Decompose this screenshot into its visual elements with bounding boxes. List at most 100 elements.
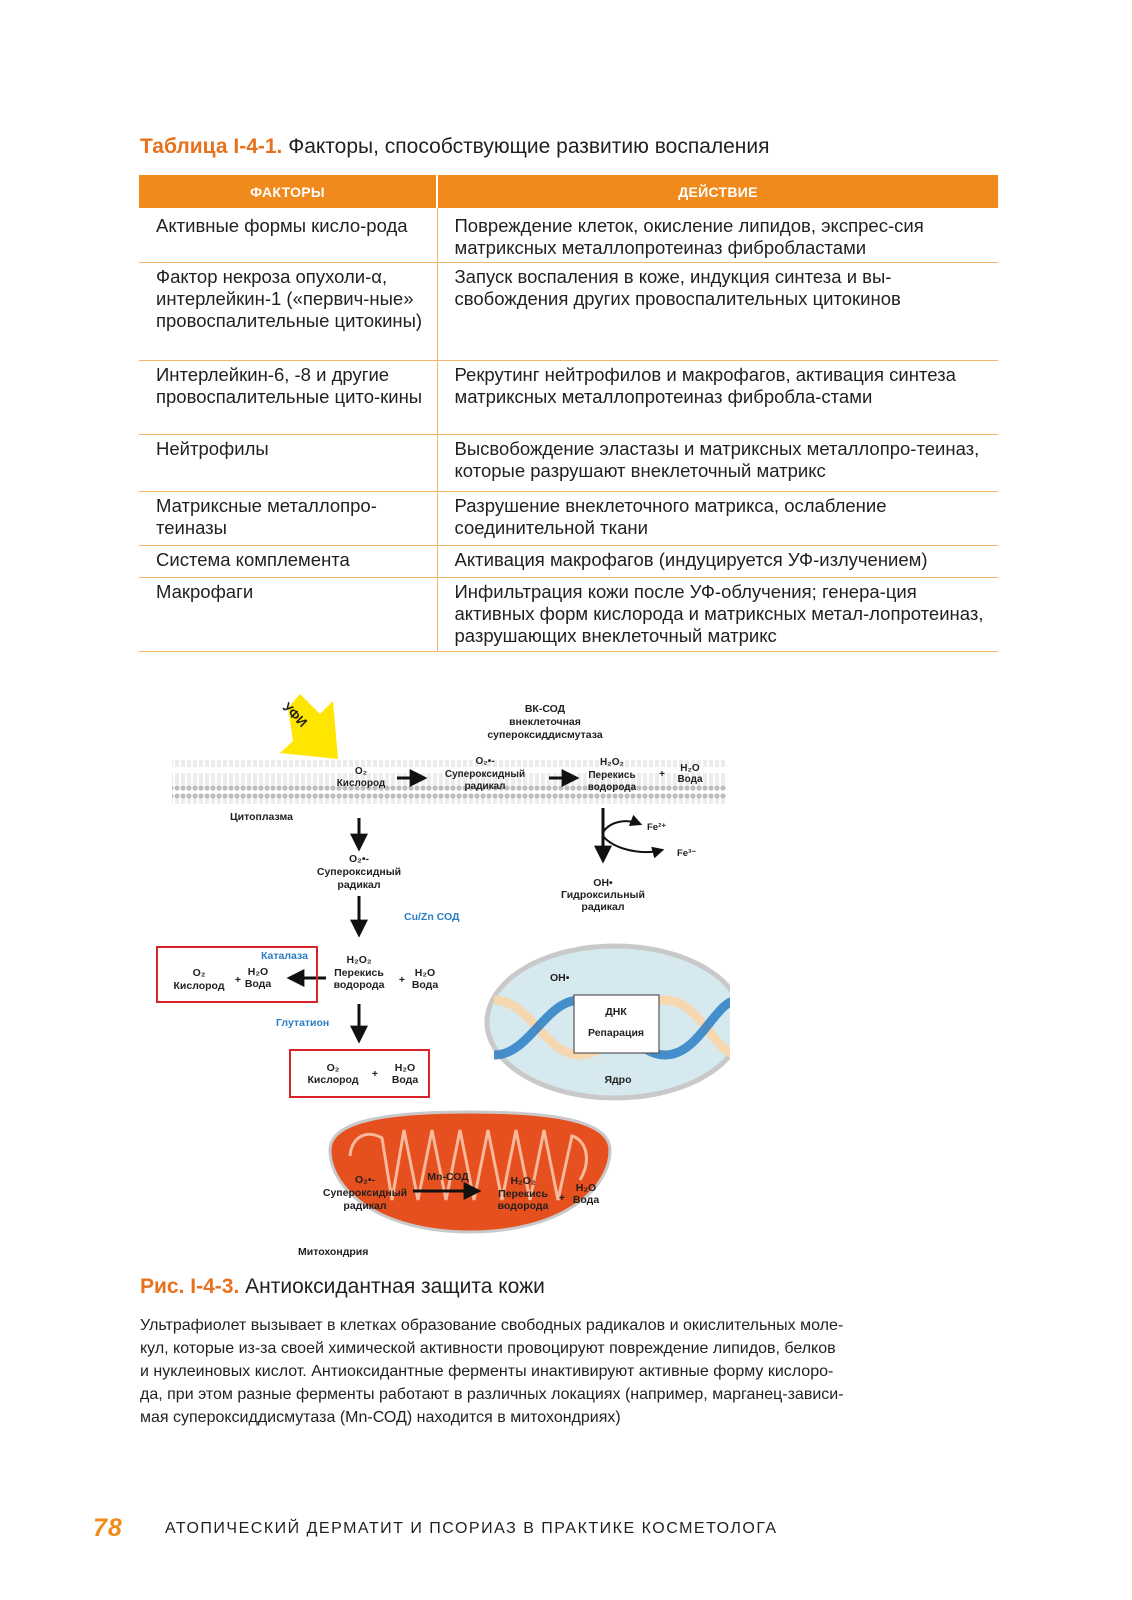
h2o-label: Вода [392,1074,419,1086]
superoxide-label: радикал [337,879,380,891]
o2-formula: O₂ [355,766,367,777]
book-title: АТОПИЧЕСКИЙ ДЕРМАТИТ И ПСОРИАЗ В ПРАКТИК… [165,1520,778,1537]
factor-cell: Интерлейкин-6, -8 и другие провоспалител… [139,360,438,435]
figure-title: Рис. I-4-3. Антиоксидантная защита кожи [140,1275,545,1299]
h2o2-label: Перекись [498,1188,548,1200]
superoxide-formula: O₂•- [475,756,494,767]
h2o2-formula: H₂O₂ [346,954,371,966]
table-row: Активные формы кисло-рода Повреждение кл… [139,208,998,263]
superoxide-label: Супероксидный [317,866,401,878]
cytoplasm-label: Цитоплазма [230,811,293,823]
table-row: Макрофаги Инфильтрация кожи после УФ-обл… [139,577,998,652]
h2o2-label: водорода [498,1200,549,1212]
page-number: 78 [93,1514,123,1542]
action-cell: Разрушение внеклеточного матрикса, ослаб… [437,491,998,546]
h2o2-label: Перекись [334,967,384,979]
repair-label: Репарация [588,1027,644,1039]
fe-curve [602,835,665,859]
action-cell: Высвобождение эластазы и матриксных мета… [437,434,998,492]
h2o-formula: H₂O [395,1062,415,1074]
h2o-formula: H₂O [576,1182,596,1194]
h2o-label: Вода [412,979,439,991]
mitochondrion [328,1110,612,1234]
table-caption: Факторы, способствующие развитию воспале… [288,135,770,158]
oh-label: радикал [581,901,624,913]
action-cell: Инфильтрация кожи после УФ-облучения; ге… [437,577,998,652]
superoxide-label: Супероксидный [445,769,525,780]
o2-label: Кислород [173,980,224,992]
plus-sign: + [559,1192,565,1204]
figure-caption: Ультрафиолет вызывает в клетках образова… [140,1314,1002,1429]
table-number: Таблица I-4-1. [140,135,283,158]
table-row: Нейтрофилы Высвобождение эластазы и матр… [139,434,998,492]
h2o2-label: водорода [588,782,637,793]
ec-sod-sub2: супероксиддисмутаза [487,729,603,741]
h2o2-label: Перекись [588,770,635,781]
uv-arrow: УФИ [280,694,338,759]
fe-curve [602,814,643,833]
o2-label: Кислород [337,778,386,789]
h2o-formula: H₂O [415,967,435,979]
factor-cell: Макрофаги [139,577,438,652]
h2o-formula: H₂O [680,763,700,774]
caption-line: да, при этом разные ферменты работают в … [140,1386,844,1403]
nucleus: ДНК Репарация Ядро OH• [484,943,730,1101]
mn-sod-label: Mn-СОД [427,1171,469,1183]
plus-sign: + [372,1068,378,1080]
superoxide-label: радикал [464,781,505,792]
cell-membrane [172,760,726,804]
antioxidant-diagram: УФИ ВК-СОД внеклеточная супероксиддисмут… [156,694,730,1258]
h2o2-label: водорода [334,979,385,991]
superoxide-label: радикал [343,1200,386,1212]
cuzn-sod-label: Cu/Zn СОД [404,911,460,923]
action-cell: Рекрутинг нейтрофилов и макрофагов, акти… [437,360,998,435]
table-row: Интерлейкин-6, -8 и другие провоспалител… [139,360,998,435]
mitochondria-label: Митохондрия [298,1246,368,1258]
caption-line: и нуклеиновых кислот. Антиоксидантные фе… [140,1363,834,1380]
o2-formula: O₂ [193,967,206,979]
caption-line: Ультрафиолет вызывает в клетках образова… [140,1317,844,1334]
figure-caption-title: Антиоксидантная защита кожи [245,1275,545,1298]
catalase-label: Каталаза [261,950,308,962]
ec-sod-sub1: внеклеточная [509,716,581,728]
o2-formula: O₂ [327,1062,340,1074]
h2o-label: Вода [677,774,703,785]
fe3-label: Fe³⁻ [677,848,696,859]
caption-line: мая супероксиддисмутаза (Mn-СОД) находит… [140,1409,621,1426]
factor-cell: Активные формы кисло-рода [139,208,438,263]
glutathione-label: Глутатион [276,1017,329,1029]
factor-cell: Система комплемента [139,545,438,578]
h2o2-formula: H₂O₂ [600,757,624,768]
action-cell: Активация макрофагов (индуцируется УФ-из… [437,545,998,578]
header-factors: ФАКТОРЫ [139,175,438,208]
dna-label: ДНК [605,1006,627,1018]
h2o-label: Вода [573,1194,600,1206]
factor-cell: Нейтрофилы [139,434,438,492]
h2o2-formula: H₂O₂ [510,1175,535,1187]
superoxide-label: Супероксидный [323,1187,407,1199]
glutathione-product-box [289,1049,430,1098]
h2o-formula: H₂O [248,966,268,978]
fe2-label: Fe²⁺ [647,822,666,833]
h2o-label: Вода [245,978,272,990]
dna-box [573,994,660,1054]
header-action: ДЕЙСТВИЕ [437,175,998,208]
plus-sign: + [235,974,241,986]
factor-cell: Фактор некроза опухоли-α, интерлейкин-1 … [139,262,438,361]
figure-number: Рис. I-4-3. [140,1275,240,1298]
table-row: Система комплемента Активация макрофагов… [139,545,998,578]
plus-sign: + [659,769,665,780]
ec-sod-label: ВК-СОД [525,703,566,715]
table-header-row: ФАКТОРЫ ДЕЙСТВИЕ [139,175,998,208]
action-cell: Повреждение клеток, окисление липидов, э… [437,208,998,263]
table-row: Фактор некроза опухоли-α, интерлейкин-1 … [139,262,998,361]
superoxide-formula: O₂•- [349,853,370,865]
table-title: Таблица I-4-1. Факторы, способствующие р… [140,135,770,159]
plus-sign: + [399,974,405,986]
nucleus-label: Ядро [604,1074,631,1086]
table-row: Матриксные металлопро-теиназы Разрушение… [139,491,998,546]
factors-table: ФАКТОРЫ ДЕЙСТВИЕ Активные формы кисло-ро… [139,175,998,652]
factor-cell: Матриксные металлопро-теиназы [139,491,438,546]
superoxide-formula: O₂•- [355,1174,376,1186]
oh-label: Гидроксильный [561,889,645,901]
